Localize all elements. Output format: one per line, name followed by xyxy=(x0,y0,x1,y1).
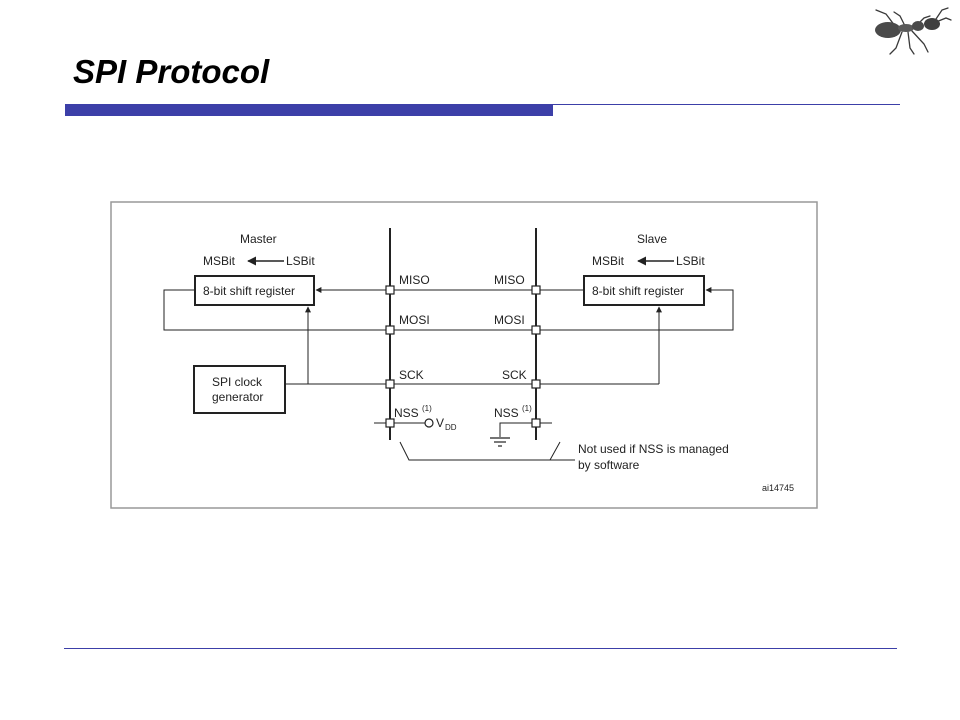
slave-sck-pin xyxy=(531,379,541,389)
slave-nss-pin xyxy=(531,418,541,428)
slave-shift-register xyxy=(583,275,705,306)
vdd-terminal xyxy=(424,418,434,428)
sck-slave-label: SCK xyxy=(502,368,527,382)
clock-gen-line1: SPI clock xyxy=(212,375,263,389)
note-line2: by software xyxy=(578,458,640,472)
figure-id: ai14745 xyxy=(762,483,794,493)
slave-mosi-pin xyxy=(531,325,541,335)
nss-slave-label: NSS xyxy=(494,406,519,420)
note-line1: Not used if NSS is managed xyxy=(578,442,729,456)
sck-master-label: SCK xyxy=(399,368,424,382)
master-lsbit: LSBit xyxy=(286,254,315,268)
title-accent-bar xyxy=(65,104,553,116)
spi-clock-generator xyxy=(193,365,286,414)
mosi-slave-label: MOSI xyxy=(494,313,525,327)
slave-register-label: 8-bit shift register xyxy=(592,284,684,298)
master-mosi-path xyxy=(163,289,536,331)
vdd-sub: DD xyxy=(445,423,457,432)
clock-gen-line2: generator xyxy=(212,390,263,404)
nss-master-sup: (1) xyxy=(422,404,432,413)
footer-rule xyxy=(64,648,897,649)
ant-icon xyxy=(875,7,952,55)
slave-label: Slave xyxy=(637,232,667,246)
master-sck-pin xyxy=(385,379,395,389)
slave-lsbit: LSBit xyxy=(676,254,705,268)
master-shift-register xyxy=(194,275,315,306)
master-register-label: 8-bit shift register xyxy=(203,284,295,298)
slave-miso-pin xyxy=(531,285,541,295)
nss-slave-ground-wire xyxy=(499,422,532,437)
title-rule xyxy=(553,104,900,105)
master-miso-pin xyxy=(385,285,395,295)
nss-master-label: NSS xyxy=(394,406,419,420)
master-msbit: MSBit xyxy=(203,254,236,268)
master-label: Master xyxy=(240,232,277,246)
miso-master-label: MISO xyxy=(399,273,430,287)
diagram-frame xyxy=(110,201,818,509)
miso-slave-label: MISO xyxy=(494,273,525,287)
master-mosi-pin xyxy=(385,325,395,335)
mosi-master-label: MOSI xyxy=(399,313,430,327)
slave-msbit: MSBit xyxy=(592,254,625,268)
note-leader-line xyxy=(399,441,561,461)
nss-slave-sup: (1) xyxy=(522,404,532,413)
master-nss-pin xyxy=(385,418,395,428)
vdd-label: V xyxy=(436,416,444,430)
slide-title: SPI Protocol xyxy=(73,53,270,90)
slave-mosi-path xyxy=(536,287,734,331)
